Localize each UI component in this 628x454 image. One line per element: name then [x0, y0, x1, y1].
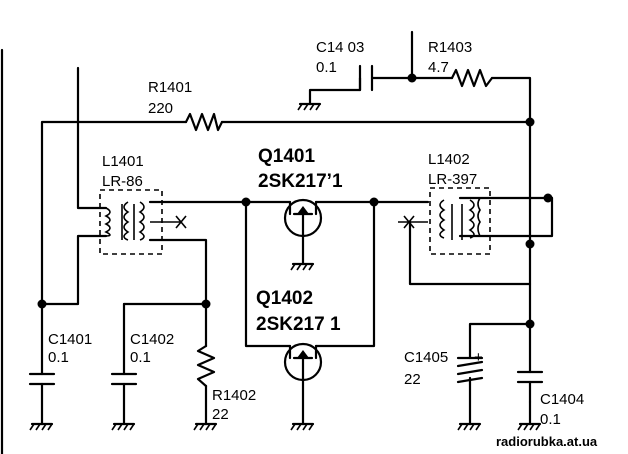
l1402-ref-label: L1402 [428, 151, 470, 168]
watermark: radiorubka.at.ua [496, 434, 598, 449]
q1401-part-label: 2SK217’1 [258, 171, 343, 192]
l1401-value-label: LR-86 [102, 173, 143, 190]
r1402-value-label: 22 [212, 406, 229, 423]
c1405-value-label: 22 [404, 371, 421, 388]
junction-dots [37, 73, 553, 329]
c1401-capacitor-symbol [28, 372, 56, 386]
q1401-ref-label: Q1401 [258, 146, 315, 167]
r1401-value-label: 220 [148, 100, 173, 117]
c1401-ref-label: C1401 [48, 331, 92, 348]
q1402-ref-label: Q1402 [256, 288, 313, 309]
c1403-ref-label: C14 03 [316, 39, 364, 56]
c1404-capacitor-symbol [516, 370, 544, 404]
r1403-ref-label: R1403 [428, 39, 472, 56]
c1404-ref-label: C1404 [540, 391, 584, 408]
wires [40, 30, 554, 426]
l1401-ref-label: L1401 [102, 153, 144, 170]
q1401-fet-symbol [283, 198, 323, 238]
c1402-capacitor-symbol [110, 372, 138, 386]
l1401-transformer-symbol [99, 189, 187, 255]
c1403-value-label: 0.1 [316, 59, 337, 76]
l1402-transformer-symbol [398, 187, 491, 255]
q1402-fet-symbol [283, 342, 323, 382]
c1405-ref-label: C1405 [404, 349, 448, 366]
r1403-value-label: 4.7 [428, 59, 449, 76]
c1403-capacitor-symbol [358, 64, 374, 92]
r1401-resistor-symbol [184, 112, 224, 132]
r1403-resistor-symbol [450, 68, 494, 88]
r1402-ref-label: R1402 [212, 387, 256, 404]
c1405-polarity-label: + [474, 349, 483, 366]
c1405-electrolytic-capacitor-symbol [456, 356, 484, 386]
q1402-part-label: 2SK217 1 [256, 314, 341, 335]
c1402-value-label: 0.1 [130, 349, 151, 366]
ground-symbols [29, 102, 542, 431]
l1402-value-label: LR-397 [428, 171, 477, 188]
r1402-resistor-symbol [196, 344, 216, 388]
c1404-value-label: 0.1 [540, 411, 561, 428]
c1401-value-label: 0.1 [48, 349, 69, 366]
r1401-ref-label: R1401 [148, 79, 192, 96]
c1402-ref-label: C1402 [130, 331, 174, 348]
